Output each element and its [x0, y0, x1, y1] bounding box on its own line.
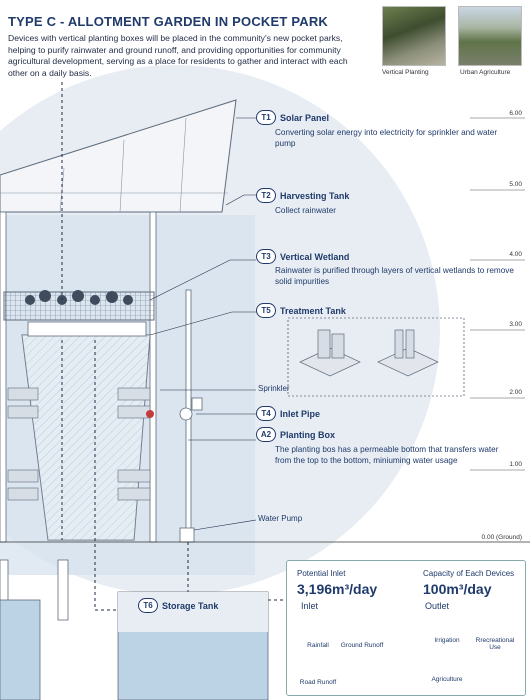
planting-box-desc: The planting bos has a permeable bottom …	[275, 445, 499, 465]
vertical-planting-photo	[382, 6, 446, 66]
inlet-road-runoff: Road Runoff	[299, 679, 337, 686]
a2-badge: A2	[256, 427, 276, 442]
level-label: 3.00	[509, 321, 522, 328]
inlet-ground-runoff: Ground Runoff	[340, 642, 384, 649]
planting-box-tag: A2 Planting Box	[256, 427, 335, 442]
inlet-pipe-title: Inlet Pipe	[280, 408, 321, 419]
sprinkler-label: Sprinkler	[258, 384, 290, 393]
inlet-rainfall: Rainfall	[307, 642, 329, 649]
storage-tank-title: Storage Tank	[162, 600, 219, 611]
side-trays	[7, 387, 151, 501]
level-label: 0.00 (Ground)	[481, 534, 522, 541]
t4-badge: T4	[256, 406, 276, 421]
capacity-panel: Potential Inlet 3,196m³/day Capacity of …	[286, 560, 526, 696]
treatment-tank-tag: T5 Treatment Tank	[256, 303, 346, 318]
outlet-recreational-use: Rrecreational Use	[475, 637, 515, 651]
harvesting-tank-title: Harvesting Tank	[280, 190, 350, 201]
t3-badge: T3	[256, 249, 276, 264]
page-title: TYPE C - ALLOTMENT GARDEN IN POCKET PARK	[8, 14, 328, 29]
solar-panel-desc: Converting solar energy into electricity…	[275, 128, 498, 148]
potential-inlet-label: Potential Inlet	[297, 569, 346, 578]
inlet-heading: Inlet	[301, 601, 319, 611]
water-pump-label: Water Pump	[258, 514, 303, 523]
level-label: 2.00	[509, 389, 522, 396]
capacity-value: 100m³/day	[423, 581, 492, 597]
t2-badge: T2	[256, 188, 276, 203]
urban-agriculture-photo	[458, 6, 522, 66]
planting-box-title: Planting Box	[280, 429, 336, 440]
vertical-wetland-title: Vertical Wetland	[280, 251, 350, 262]
level-label: 6.00	[509, 110, 522, 117]
treatment-tank-title: Treatment Tank	[280, 305, 346, 316]
t5-badge: T5	[256, 303, 276, 318]
level-label: 1.00	[509, 461, 522, 468]
level-label: 4.00	[509, 251, 522, 258]
potential-inlet-value: 3,196m³/day	[297, 581, 378, 597]
capacity-label: Capacity of Each Devices	[423, 569, 515, 578]
solar-panel-tag: T1 Solar Panel	[256, 110, 329, 125]
intro-paragraph: Devices with vertical planting boxes wil…	[8, 33, 348, 78]
urban-agriculture-caption: Urban Agriculture	[460, 69, 511, 76]
storage-tank-tag: T6 Storage Tank	[138, 598, 218, 613]
harvesting-tank-tag: T2 Harvesting Tank	[256, 188, 349, 203]
inlet-pipe-tag: T4 Inlet Pipe	[256, 406, 320, 421]
outlet-agriculture: Agriculture	[431, 676, 463, 683]
level-label: 5.00	[509, 181, 522, 188]
harvesting-tank-desc: Collect rainwater	[275, 206, 336, 215]
t6-badge: T6	[138, 598, 158, 613]
treatment-units	[299, 329, 439, 377]
outlet-irrigation: Irrigation	[434, 637, 460, 644]
vertical-wetland-tag: T3 Vertical Wetland	[256, 249, 349, 264]
vertical-planting-caption: Vertical Planting	[382, 69, 429, 76]
vertical-wetland-desc: Rainwater is purified through layers of …	[275, 266, 514, 286]
solar-panel-title: Solar Panel	[280, 112, 330, 123]
outlet-heading: Outlet	[425, 601, 450, 611]
t1-badge: T1	[256, 110, 276, 125]
solar-panel-shape	[0, 99, 237, 213]
